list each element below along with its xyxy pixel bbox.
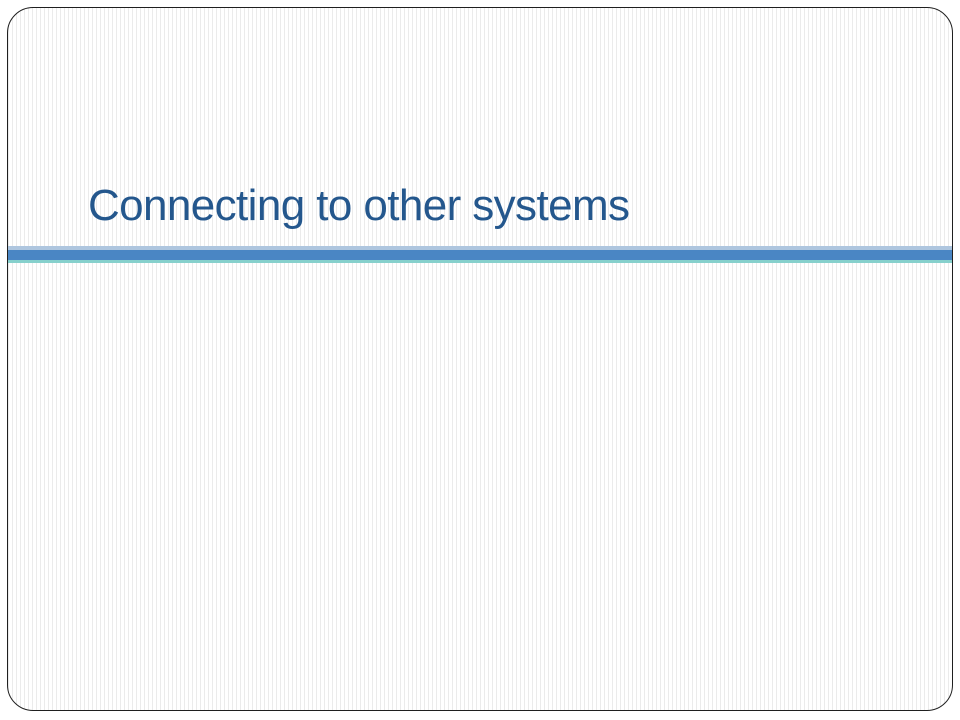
slide: Connecting to other systems [7,7,953,711]
title-divider-light [8,246,952,250]
title-divider-main [8,250,952,260]
title-divider-teal [8,260,952,263]
slide-title: Connecting to other systems [88,181,630,230]
